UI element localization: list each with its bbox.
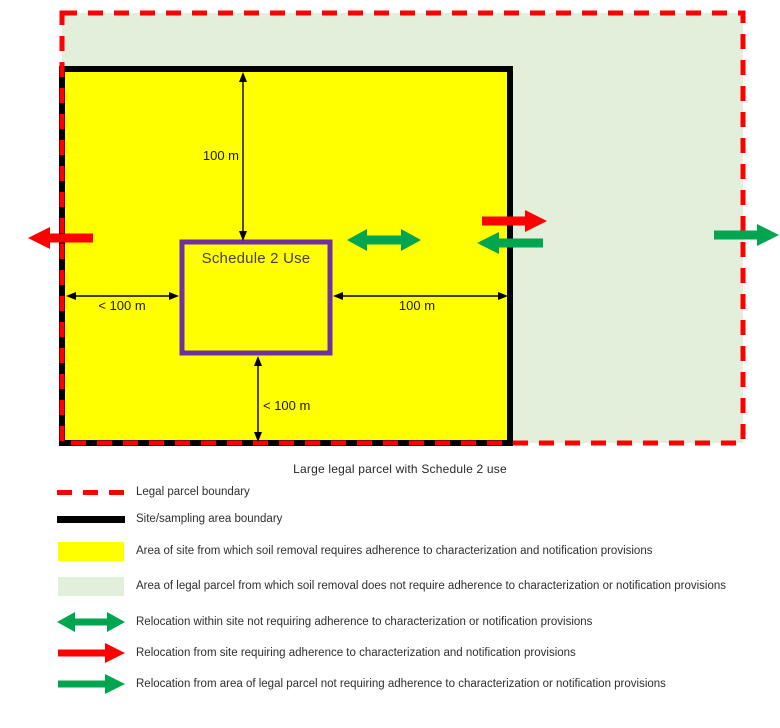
yellow-fill-swatch: [58, 541, 124, 561]
dimension-label-left: < 100 m: [98, 298, 146, 313]
red-dashed-line-swatch: [57, 489, 125, 495]
legend-item-legal-parcel-boundary: Legal parcel boundary: [52, 481, 250, 503]
legend-label: Relocation from area of legal parcel not…: [136, 678, 666, 690]
legend-label: Area of legal parcel from which soil rem…: [136, 580, 726, 592]
schedule2-label: Schedule 2 Use: [201, 250, 311, 267]
dimension-label-bottom: < 100 m: [263, 398, 311, 413]
schedule2-box: [179, 239, 333, 356]
green-arrow-icon: [58, 674, 125, 694]
diagram-caption: Large legal parcel with Schedule 2 use: [293, 462, 507, 476]
dimension-arrow-right: [333, 292, 508, 300]
legend-item-relocation-from-site: Relocation from site requiring adherence…: [52, 642, 576, 664]
relocation-from-site-left-arrow: [28, 227, 93, 249]
dimension-arrow-top: [239, 72, 247, 241]
relocation-from-parcel-outward-arrow: [714, 224, 779, 246]
dimension-arrow-left: [66, 292, 179, 300]
green-fill-swatch: [58, 576, 124, 596]
relocation-from-parcel-into-site-arrow: [477, 232, 543, 254]
dimension-label-top: 100 m: [202, 148, 239, 163]
legend-item-site-boundary: Site/sampling area boundary: [52, 508, 282, 530]
legal-parcel-boundary: [59, 10, 746, 446]
dimension-arrow-bottom: [254, 356, 262, 442]
legend-label: Area of site from which soil removal req…: [136, 545, 653, 557]
legend-label: Relocation from site requiring adherence…: [136, 647, 576, 659]
red-arrow-icon: [58, 643, 125, 663]
legend-label: Legal parcel boundary: [136, 486, 250, 498]
legend-item-relocation-from-parcel: Relocation from area of legal parcel not…: [52, 673, 666, 695]
legend-item-relocation-within-site: Relocation within site not requiring adh…: [52, 611, 592, 633]
legend-label: Site/sampling area boundary: [136, 513, 283, 525]
relocation-from-site-right-arrow: [482, 210, 547, 232]
dimension-label-right: 100 m: [398, 298, 436, 313]
relocation-within-site-double-arrow: [347, 229, 421, 251]
parcel-diagram: [28, 10, 779, 446]
legend-item-parcel-area: Area of legal parcel from which soil rem…: [52, 575, 726, 597]
black-line-swatch: [57, 515, 125, 523]
legend-label: Relocation within site not requiring adh…: [136, 616, 593, 628]
legend-item-site-area: Area of site from which soil removal req…: [52, 540, 652, 562]
green-double-arrow-icon: [57, 612, 125, 632]
